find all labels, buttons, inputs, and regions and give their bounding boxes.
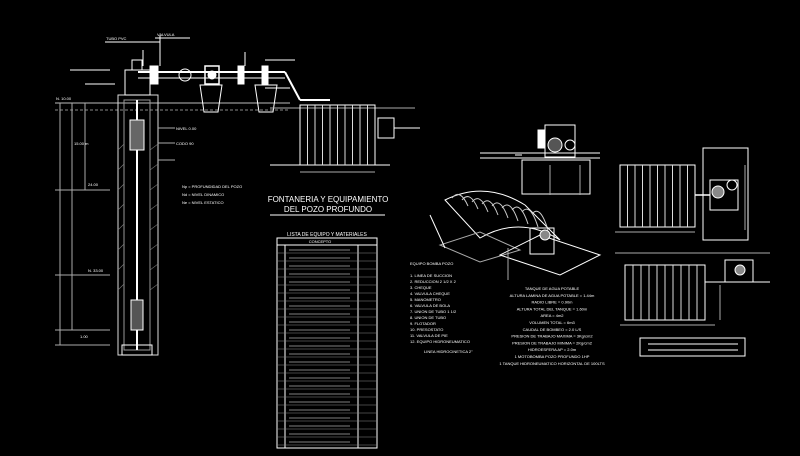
- well-section: [55, 59, 290, 356]
- depth-label: N. 33.00: [88, 268, 104, 273]
- tank-rib: [451, 193, 469, 207]
- tank-spec-line: HIDROESFERA AP = 2.0m: [528, 347, 577, 352]
- tank-spec-line: VOLUMEN TOTAL = 6m3: [529, 320, 575, 325]
- part-list-item: 12. EQUIPO HIDRONEUMATICO: [410, 339, 470, 344]
- part-list-item: 11. VALVULA DE PIE: [410, 333, 448, 338]
- pipe-callout: VALVULA: [157, 32, 175, 37]
- tank-rib: [461, 196, 479, 210]
- depth-label: 15.00 m: [74, 141, 89, 146]
- pipe-callout: CODO 90: [176, 141, 194, 146]
- part-list: EQUIPO BOMBA POZO 1. LINEA DE SUCCION2. …: [410, 261, 473, 354]
- pipe-line: [70, 35, 330, 113]
- depth-label: 24.00: [88, 182, 99, 187]
- tank-rib: [491, 202, 509, 219]
- tank-rib: [511, 206, 529, 225]
- part-list-item: 3. CHEQUE: [410, 285, 432, 290]
- tank-rib: [481, 200, 499, 216]
- part-list-item: 10. PRESOSTATO: [410, 327, 443, 332]
- tank-side-view: [615, 252, 770, 326]
- tank-rib: [501, 204, 519, 222]
- materials-table: [276, 237, 378, 449]
- materials-table-title: LISTA DE EQUIPO Y MATERIALES: [287, 232, 367, 238]
- tank-specs: TANQUE DE AGUA POTABLE ALTURA LAMINA DE A…: [499, 286, 605, 366]
- part-list-item: 1. LINEA DE SUCCION: [410, 273, 452, 278]
- part-list-item: 9. FLOTADOR: [410, 321, 436, 326]
- tank-spec-line: TANQUE DE AGUA POTABLE: [525, 286, 580, 291]
- pipe-callout: TUBO PVC: [106, 36, 127, 41]
- tank-spec-line: RADIO LIBRE = 0.90m: [531, 300, 573, 305]
- tank-rib: [471, 198, 489, 213]
- tank-plan-view: [615, 147, 749, 241]
- base-slab: [639, 337, 746, 357]
- part-list-title: EQUIPO BOMBA POZO: [410, 261, 453, 266]
- tank-spec-line: 1 TANQUE HIDRONEUMATICO HORIZONTAL DE 10…: [499, 361, 605, 366]
- pipe-callout: NIVEL 0.00: [176, 126, 197, 131]
- tank-rib: [531, 210, 549, 231]
- legend-line: Ne = NIVEL ESTATICO: [182, 200, 224, 205]
- pump-detail: [480, 124, 600, 195]
- tank-spec-line: ALTURA TOTAL DEL TANQUE = 1.60m: [517, 306, 588, 311]
- tank-spec-line: PRESION DE TRABAJO MINIMA = 2Kg/cm2: [512, 340, 593, 345]
- drawing-title-line-2: DEL POZO PROFUNDO: [284, 205, 372, 214]
- legend-line: Np = PROFUNDIDAD DEL POZO: [182, 184, 242, 189]
- tank-spec-line: CAUDAL DE BOMBEO = 2.0 L/S: [523, 327, 582, 332]
- materials-table-header: CONCEPTO: [309, 239, 332, 244]
- drawing-title-line-1: FONTANERIA Y EQUIPAMIENTO: [268, 195, 389, 204]
- depth-label: N. 10.00: [56, 96, 72, 101]
- part-list-item: 8. UNION DE TUBO: [410, 315, 446, 320]
- part-list-item: 4. VALVULA CHEQUE: [410, 291, 450, 296]
- part-list-item: 2. REDUCCION 2 1/2 X 2: [410, 279, 457, 284]
- tank-spec-line: 1 MOTOBOMBA POZO PROFUNDO 1HP: [515, 354, 590, 359]
- tank-spec-line: AREA = 4m2: [540, 313, 564, 318]
- depth-label: 1.00: [80, 334, 89, 339]
- part-list-item: 6. VALVULA DE BOLA: [410, 303, 450, 308]
- drawing-title-block: FONTANERIA Y EQUIPAMIENTO DEL POZO PROFU…: [268, 195, 389, 216]
- tank-elevation: [270, 104, 420, 173]
- tank-spec-line: ALTURA LAMINA DE AGUA POTABLE = 1.44m: [510, 293, 595, 298]
- legend-line: Nd = NIVEL DINAMICO: [182, 192, 224, 197]
- depth-legend: Np = PROFUNDIDAD DEL POZO Nd = NIVEL DIN…: [182, 184, 242, 205]
- part-list-item: 5. MANOMETRO: [410, 297, 441, 302]
- tank-spec-line: PRESION DE TRABAJO MAXIMA = 3Kg/cm2: [511, 334, 593, 339]
- part-list-item: 7. UNION DE TUBO 1 1/2: [410, 309, 457, 314]
- isometric-tank: [429, 190, 602, 280]
- depth-labels: N. 10.00 15.00 m 24.00 N. 33.00 1.00: [56, 96, 104, 339]
- tank-rib: [521, 208, 539, 228]
- part-list-footer: LINEA HIDROCINETICA 2": [424, 349, 473, 354]
- pipe-callouts: TUBO PVC VALVULA NIVEL 0.00 CODO 90: [106, 32, 197, 146]
